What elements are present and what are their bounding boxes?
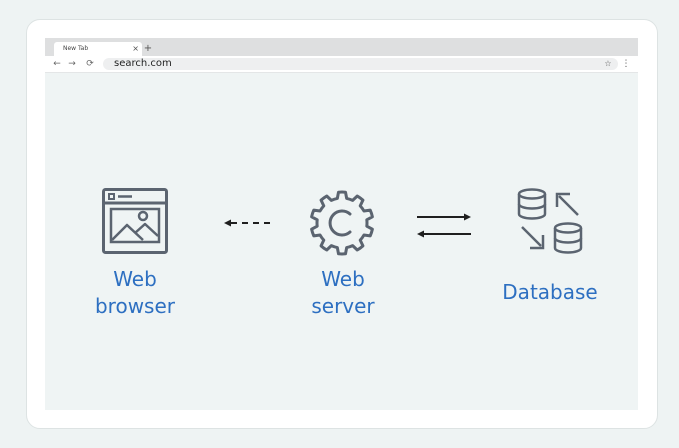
address-text: search.com	[114, 58, 172, 69]
node-label-database: Database	[502, 280, 598, 304]
browser-menu-icon[interactable]: ⋮	[621, 59, 631, 69]
browser-window-image-icon	[102, 188, 168, 254]
tab-strip: New Tab × +	[45, 38, 638, 56]
bookmark-star-icon[interactable]: ☆	[604, 59, 612, 68]
new-tab-button[interactable]: +	[143, 43, 153, 54]
tab-new-tab[interactable]: New Tab ×	[54, 42, 142, 56]
tab-title: New Tab	[63, 45, 89, 52]
database-sync-icon	[517, 188, 583, 254]
two-way-arrows	[417, 213, 471, 238]
dashed-arrow-to-browser	[224, 219, 270, 227]
node-label-web-server: Web server	[311, 267, 375, 318]
address-bar[interactable]: search.com	[103, 58, 618, 70]
forward-arrow-icon[interactable]: →	[68, 59, 76, 69]
gear-outline	[310, 190, 374, 256]
back-arrow-icon[interactable]: ←	[53, 59, 61, 69]
browser-toolbar: ← → ⟳ search.com ☆ ⋮	[45, 56, 638, 73]
node-label-web-browser: Web browser	[94, 267, 176, 318]
reload-icon[interactable]: ⟳	[86, 59, 94, 69]
close-tab-icon[interactable]: ×	[132, 44, 139, 53]
gear-icon	[310, 190, 374, 256]
